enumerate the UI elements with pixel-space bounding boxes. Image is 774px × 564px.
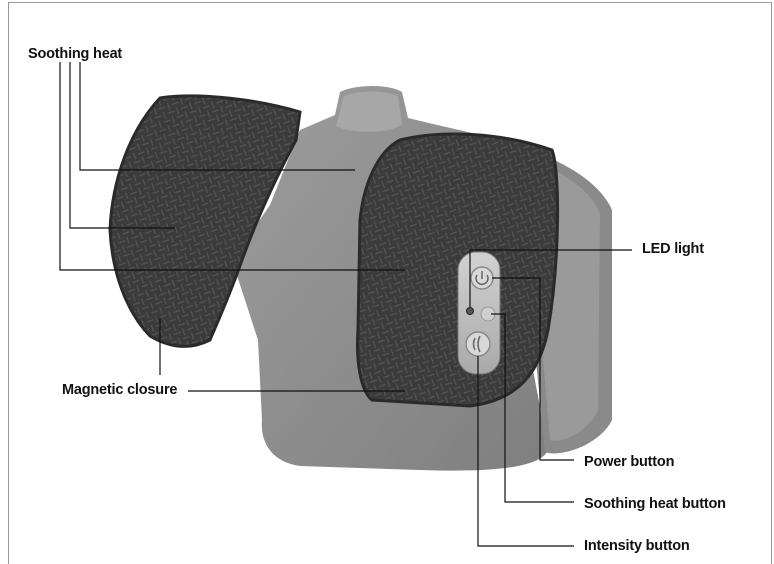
intensity-button-graphic [466, 332, 490, 356]
neck-tab [336, 92, 402, 132]
led-light-label: LED light [642, 241, 704, 257]
led-indicator [467, 308, 474, 315]
intensity-button-label: Intensity button [584, 538, 690, 554]
soothing-heat-button-label: Soothing heat button [584, 496, 726, 512]
power-button-label: Power button [584, 454, 674, 470]
magnetic-closure-label: Magnetic closure [62, 382, 177, 398]
soothing-heat-label: Soothing heat [28, 46, 122, 62]
power-button-graphic [471, 267, 493, 289]
